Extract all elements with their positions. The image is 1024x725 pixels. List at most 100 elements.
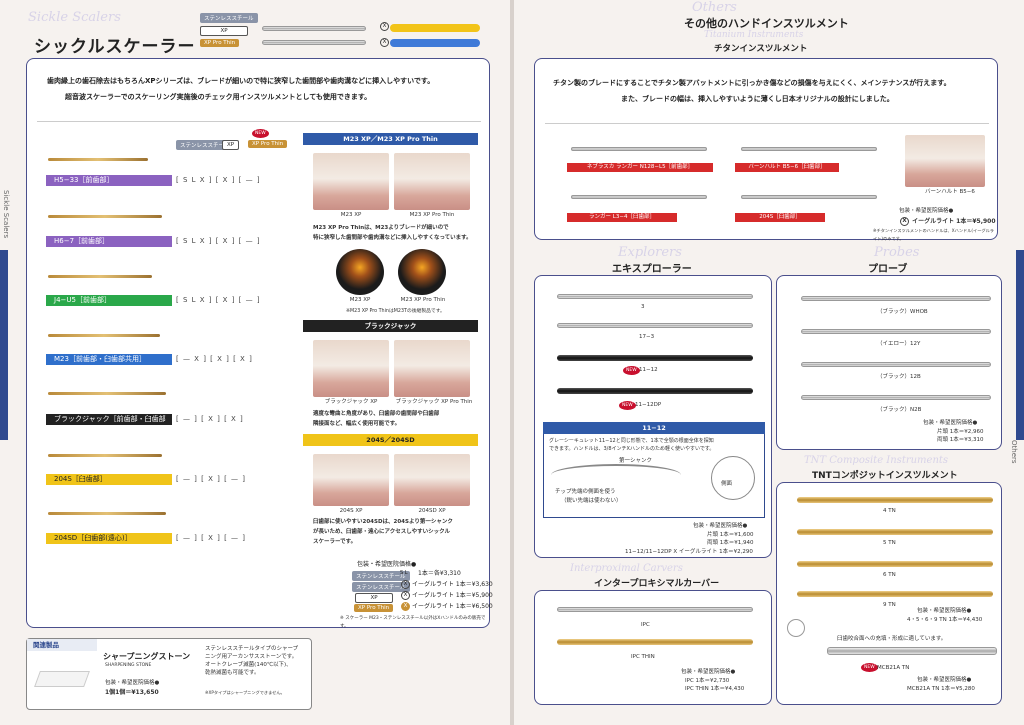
tnt-9: [797, 591, 993, 597]
m23-cap-2: M23 XP Pro Thin: [409, 212, 455, 218]
s204-photo-2: [394, 454, 470, 506]
bj-head: ブラックジャック: [303, 320, 478, 332]
price-sym-2: X: [400, 580, 411, 589]
explorer-price-dp: 11−12/11−12DP X イーグルライト 1本＝¥2,290: [625, 549, 753, 555]
s204-head: 204S／204SD: [303, 434, 478, 446]
tnt-5: [797, 529, 993, 535]
s204-desc-2: が長いため、臼歯部・遠心にアクセスしやすいシックル: [313, 529, 451, 535]
price-badge-3: XP: [355, 593, 393, 603]
legend-xp: XP: [200, 26, 248, 36]
instrument-label-h533: H5−33［前歯部］: [46, 175, 172, 186]
sickle-price-head: 包装・希望医院価格●: [357, 561, 417, 568]
divider: [37, 121, 481, 122]
intro-line-2: 超音波スケーラーでのスケーリング実施後のチェック用インスツルメントとしても使用で…: [65, 93, 372, 101]
legend-ss: ステンレススチール: [200, 13, 258, 23]
price-badge-2: ステンレススチール: [352, 582, 410, 592]
titanium-title: チタンインスツルメント: [714, 44, 808, 54]
m23-cap-4: M23 XP Pro Thin: [400, 297, 446, 303]
titanium-instrument-2: [571, 195, 707, 199]
instrument-h67-image: [48, 215, 162, 218]
tnt-new-badge: NEW: [861, 663, 878, 672]
probe-label-12y: （イエロー）12Y: [877, 341, 921, 347]
explorer-shank-label: 第一シャンク: [619, 458, 653, 464]
probe-label-12b: （ブラック）12B: [877, 374, 921, 380]
related-desc-1: ステンレススチールタイプのシャープ: [205, 646, 299, 652]
tnt-watermark: TNT Composite Instruments: [804, 455, 949, 466]
titanium-label-3: バーンハルト B5−6［臼歯部］: [735, 163, 839, 172]
related-note: ※XPタイプはシャープニングできません。: [205, 690, 285, 695]
right-page: Others その他のハンドインスツルメント Titanium Instrume…: [514, 0, 1024, 725]
instrument-label-j4u5: J4−U5［前歯部］: [46, 295, 172, 306]
m23-photo-2: [394, 153, 470, 210]
m23-closeup-2: [398, 249, 446, 295]
tnt-title: TNTコンポジットインスツルメント: [812, 471, 958, 481]
titanium-instrument-3: [741, 147, 877, 151]
m23-photo-1: [313, 153, 389, 210]
explorer-zoom-circle: [711, 456, 755, 500]
price-sym-1: S L: [400, 570, 408, 576]
carvers-title: インタープロキシマルカーバー: [594, 579, 720, 589]
carver-price-1: IPC 1本＝¥2,730: [685, 678, 730, 684]
titanium-label-2: ランガー L3−4［臼歯部］: [567, 213, 677, 222]
related-head-bg: [27, 639, 97, 651]
explorer-tip-label-2: （鋭い先端は使わない）: [561, 498, 622, 504]
tnt-price-head: 包装・希望医院価格●: [917, 608, 972, 614]
titanium-instrument-4: [741, 195, 877, 199]
related-desc-4: 乾熱滅菌も可能です。: [205, 670, 260, 676]
probe-whob: [801, 296, 991, 301]
instrument-j4u5-image: [48, 275, 152, 278]
explorer-3: [557, 294, 753, 299]
s204-desc-3: スケーラーです。: [313, 539, 357, 545]
carver-ipc: [557, 607, 753, 612]
intro-line-1: 歯肉縁上の歯石除去はもちろんXPシリーズは、ブレードが細いので特に狭窄した歯間部…: [47, 77, 435, 85]
instrument-h533-image: [48, 158, 148, 161]
m23-note: ※M23 XP Pro ThinはM23Tの後継製品です。: [346, 309, 445, 314]
tnt-label-6: 6 TN: [883, 572, 896, 578]
probes-watermark: Probes: [874, 245, 920, 260]
symbols-h533: [ S L X ] [ X ] [ — ]: [176, 176, 261, 184]
m23-desc-2: 特に狭窄した歯間部や歯肉溝などに挿入しやすくなっています。: [313, 235, 472, 241]
m23-desc-1: M23 XP Pro Thinは、M23よりブレードが細いので: [313, 225, 449, 231]
related-price-head: 包装・希望医院価格●: [105, 680, 160, 686]
legend-x-1: X: [379, 22, 390, 31]
carver-label-ipc-thin: IPC THIN: [631, 654, 655, 660]
related-head: 関連製品: [33, 641, 59, 649]
probe-label-whob: （ブラック）WHOB: [877, 309, 928, 315]
explorer-label-3: 3: [641, 304, 645, 310]
titanium-note: ※チタンインスツルメントのハンドルは、Xハンドル(イーグルライト)のみです。: [873, 228, 994, 241]
explorer-detail-head: 11−12: [543, 422, 765, 434]
probe-12b: [801, 362, 991, 367]
instrument-204s-image: [48, 454, 162, 457]
s204-desc-1: 臼歯部に使いやすい204SDは、204Sより第一シャンク: [313, 519, 453, 525]
right-watermark-sub: Titanium Instruments: [704, 30, 804, 40]
titanium-panel: チタン製のブレードにすることでチタン製アバットメントに引っかき傷などの損傷を与え…: [534, 58, 998, 241]
tnt-mcb-label: MCB21A TN: [877, 665, 910, 671]
instrument-label-204s: 204S［臼歯部］: [46, 474, 172, 485]
tnt-label-4: 4 TN: [883, 508, 896, 514]
explorer-detail-2: できます。ハンドルは、3/8インチXハンドルのため軽く使いやすいです。: [549, 446, 715, 452]
mini-legend-pro: XP Pro Thin: [248, 140, 288, 148]
legend-handle-ss: [262, 26, 366, 31]
page-title-left: シックルスケーラー: [34, 37, 196, 57]
symbols-204sd: [ — ] [ X ] [ — ]: [176, 534, 246, 542]
price-badge-4: XP Pro Thin: [354, 604, 394, 612]
symbols-m23: [ — X ] [ X ] [ X ]: [176, 355, 253, 363]
price-sym-3: X: [400, 591, 411, 600]
probe-12y: [801, 329, 991, 334]
titanium-label-4: 204S［臼歯部］: [735, 213, 825, 222]
explorer-side-label: 側面: [721, 481, 733, 487]
explorer-detail-1: グレーシーキュレット11−12と同じ形態で、1本で全顎の根面全体を探知: [549, 438, 714, 444]
explorer-11-12: [557, 355, 753, 361]
right-side-tab: [1016, 250, 1024, 440]
instrument-204sd-image: [48, 512, 166, 515]
probe-price-2: 両頭 1本＝¥3,310: [937, 437, 984, 443]
explorer-label-17-3: 17−3: [639, 334, 655, 340]
s204-cap-2: 204SD XP: [418, 508, 446, 514]
left-page: Sickle Scalers シックルスケーラー ステンレススチール XP XP…: [0, 0, 510, 725]
tnt-zoom-circle: [787, 619, 805, 637]
price-sym-4: X: [400, 602, 411, 611]
explorer-17-3: [557, 323, 753, 328]
legend-pro: XP Pro Thin: [200, 39, 240, 47]
instrument-bj-image: [48, 392, 166, 395]
explorer-new-2: NEW: [619, 401, 636, 410]
